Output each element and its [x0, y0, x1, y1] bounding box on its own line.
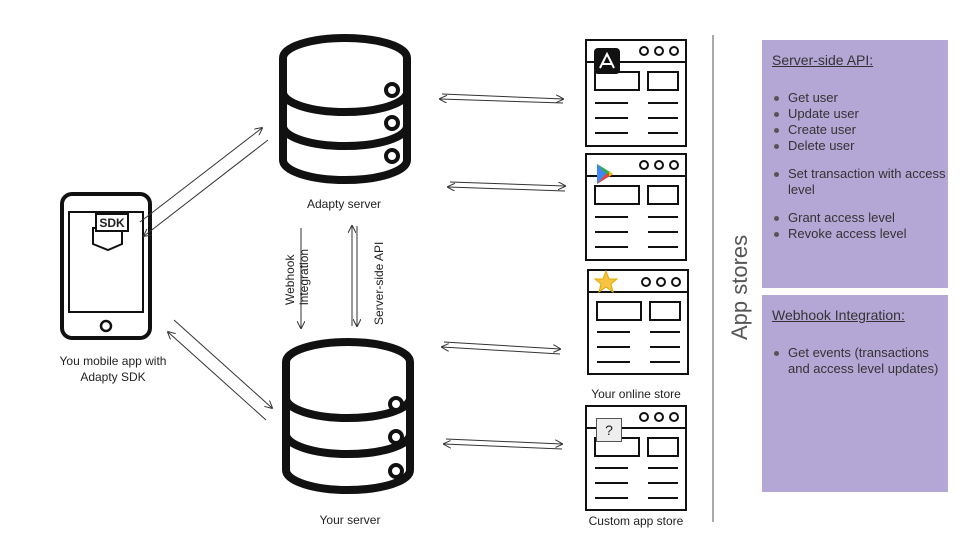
app-store-window: [585, 39, 687, 147]
question-icon: ?: [596, 418, 622, 442]
google-play-window: [585, 153, 687, 261]
sdk-badge: SDK: [99, 216, 125, 230]
mobile-app-label: You mobile app with Adapty SDK: [59, 354, 167, 384]
your-server-label: Your server: [319, 513, 381, 527]
webhook-panel: Webhook Integration: Get events (transac…: [762, 295, 948, 492]
webhook-list: Get events (transactions and access leve…: [772, 345, 952, 377]
panel-title: Server-side API:: [772, 52, 874, 68]
store-arrows: [440, 93, 565, 450]
server-api-list: Get user Update user Create user Delete …: [772, 90, 952, 242]
list-item: Update user: [772, 106, 952, 122]
custom-store-label: Custom app store: [588, 514, 684, 528]
google-play-icon: [597, 164, 613, 184]
list-item: Grant access level: [772, 210, 952, 226]
webhook-label: Webhook integration: [283, 248, 311, 305]
phone-server-arrows: [168, 319, 272, 421]
server-side-api-label: Server-side API: [372, 241, 386, 325]
adapty-database-icon: [279, 34, 411, 184]
list-item: Delete user: [772, 138, 952, 154]
online-store-window: [587, 269, 689, 375]
list-item: Create user: [772, 122, 952, 138]
phone-adapty-arrows: [139, 128, 269, 236]
app-stores-label: App stores: [727, 234, 752, 340]
panel-title: Webhook Integration:: [772, 307, 905, 323]
star-icon: [593, 269, 619, 294]
online-store-label: Your online store: [591, 387, 681, 401]
server-side-api-panel: Server-side API: Get user Update user Cr…: [762, 40, 948, 288]
phone-icon: [60, 192, 152, 340]
list-item: Get user: [772, 90, 952, 106]
adapty-server-label: Adapty server: [306, 197, 382, 211]
your-server-database-icon: [282, 338, 414, 494]
list-item: Set transaction with access level: [772, 166, 952, 198]
vertical-arrows: [301, 226, 357, 328]
list-item: Get events (transactions and access leve…: [772, 345, 952, 377]
app-store-icon: [594, 48, 620, 74]
list-item: Revoke access level: [772, 226, 952, 242]
